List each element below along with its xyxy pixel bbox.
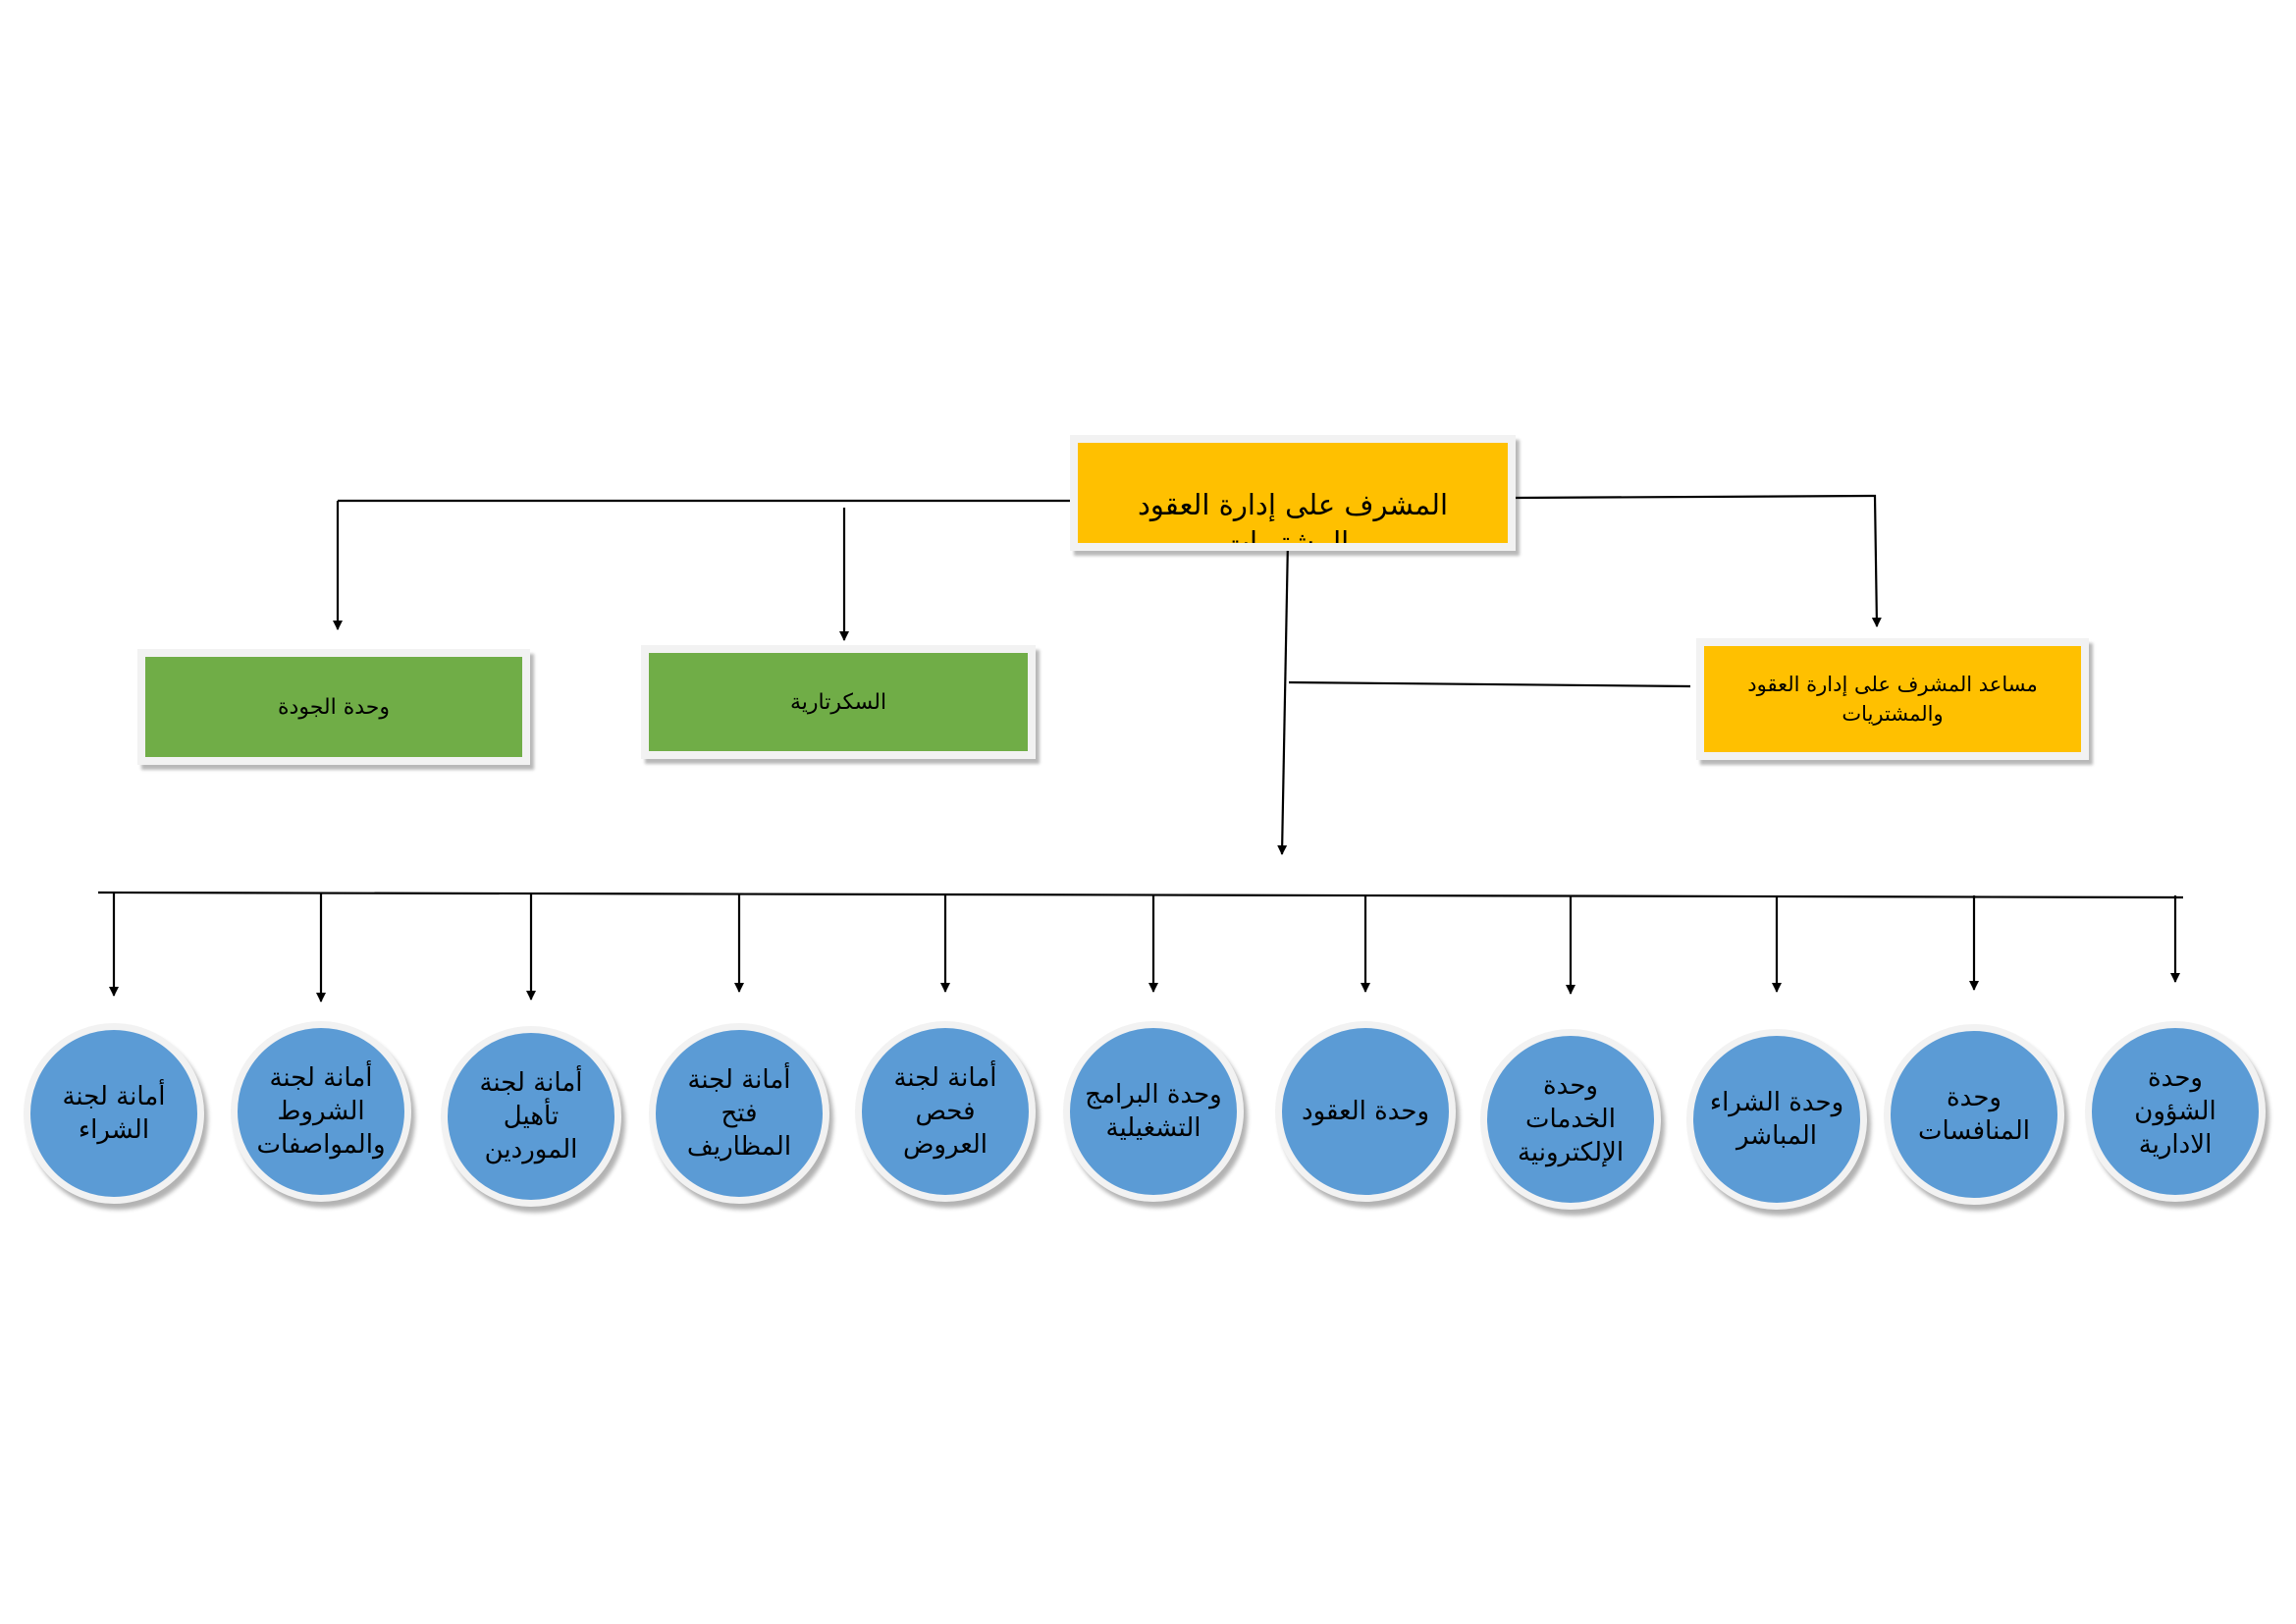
- unit-purchase-committee: أمانة لجنة الشراء: [24, 1023, 204, 1204]
- unit-specifications-committee: أمانة لجنة الشروط والمواصفات: [231, 1021, 411, 1202]
- unit-envelope-opening-committee: أمانة لجنة فتح المظاريف: [649, 1023, 829, 1204]
- unit-bid-examination-committee: أمانة لجنة فحص العروض: [855, 1021, 1036, 1202]
- connector-supervisor-right: [1515, 494, 1882, 627]
- connector-units-bus: [97, 891, 2184, 899]
- connector-assistant: [1288, 680, 1691, 688]
- unit-supplier-qualification-committee: أمانة لجنة تأهيل الموردين: [441, 1026, 621, 1207]
- unit-operational-programs: وحدة البرامج التشغيلية: [1063, 1021, 1244, 1202]
- connector-trunk: [1277, 539, 1290, 855]
- unit-direct-purchase: وحدة الشراء المباشر: [1686, 1029, 1867, 1210]
- supervisor-box: المشرف على إدارة العقود والمشتريات: [1070, 435, 1516, 551]
- unit-contracts: وحدة العقود: [1275, 1021, 1456, 1202]
- unit-electronic-services: وحدة الخدمات الإلكترونية: [1480, 1029, 1661, 1210]
- unit-tenders: وحدة المنافسات: [1884, 1024, 2064, 1205]
- secretary-label: السكرتارية: [789, 689, 887, 715]
- quality-box: وحدة الجودة: [137, 649, 530, 765]
- unit-admin-affairs: وحدة الشؤون الادارية: [2085, 1021, 2266, 1202]
- assistant-box: مساعد المشرف على إدارة العقود والمشتريات: [1696, 638, 2089, 760]
- secretary-box: السكرتارية: [641, 645, 1036, 759]
- quality-label: وحدة الجودة: [278, 694, 390, 720]
- assistant-label: مساعد المشرف على إدارة العقود والمشتريات: [1747, 673, 2038, 726]
- supervisor-label: المشرف على إدارة العقود والمشتريات: [1138, 488, 1448, 551]
